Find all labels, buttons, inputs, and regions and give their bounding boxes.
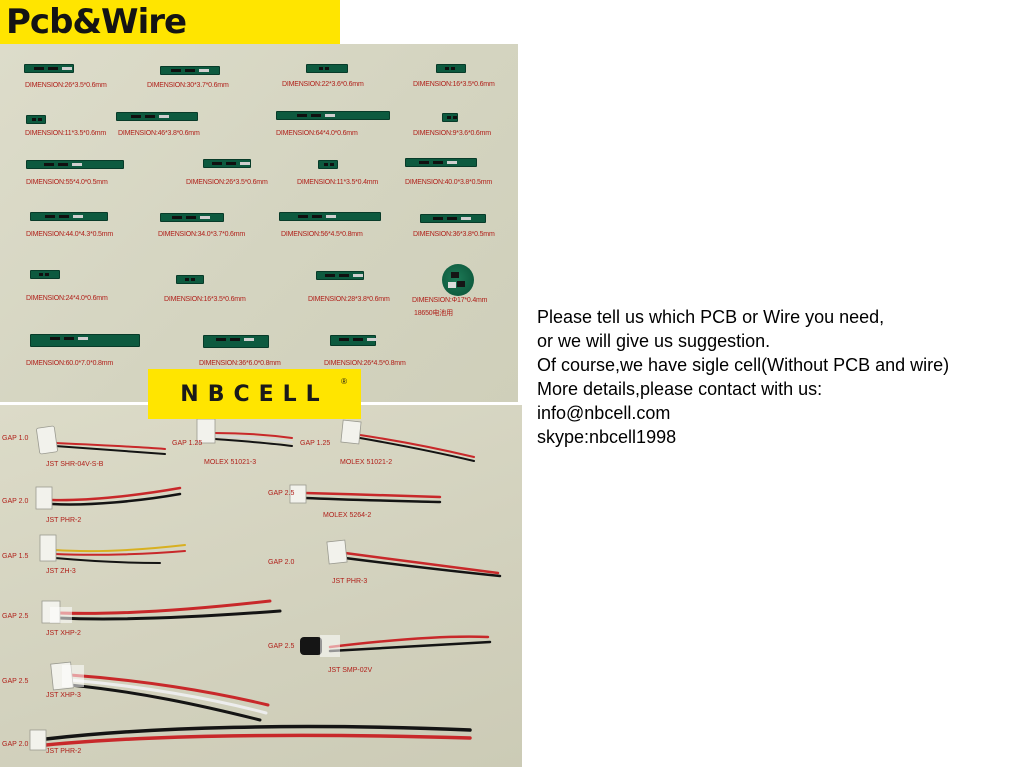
wire-gap-label: GAP 2.0 bbox=[2, 741, 29, 748]
pcb-board bbox=[276, 111, 390, 120]
pcb-board bbox=[318, 160, 338, 169]
pcb-dimension: DIMENSION:46*3.8*0.6mm bbox=[118, 130, 200, 137]
title-banner: Pcb&Wire bbox=[0, 0, 340, 44]
pcb-dimension: DIMENSION:11*3.5*0.6mm bbox=[25, 130, 107, 137]
pcb-dimension: DIMENSION:24*4.0*0.6mm bbox=[26, 295, 108, 302]
pcb-board bbox=[176, 275, 204, 284]
pcb-board bbox=[160, 66, 220, 75]
logo-text: NBCELL bbox=[180, 382, 329, 407]
pcb-board bbox=[316, 271, 364, 280]
pcb-board bbox=[160, 213, 224, 222]
info-text-block: Please tell us which PCB or Wire you nee… bbox=[537, 305, 1017, 449]
wire-model-label: JST PHR-2 bbox=[46, 517, 82, 524]
pcb-board bbox=[279, 212, 381, 221]
pcb-board bbox=[203, 159, 251, 168]
smp-connector bbox=[300, 637, 322, 655]
pcb-dimension: DIMENSION:60.0*7.0*0.8mm bbox=[26, 360, 114, 367]
wire-model-label: JST PHR-2 bbox=[46, 748, 82, 755]
pcb-dimension: DIMENSION:34.0*3.7*0.6mm bbox=[158, 231, 246, 238]
pcb-board bbox=[30, 334, 140, 347]
wire-gap-label: GAP 1.25 bbox=[172, 440, 203, 447]
wire-gap-label: GAP 2.5 bbox=[268, 643, 295, 650]
wire-gap-label: GAP 2.5 bbox=[2, 678, 29, 685]
wire-model-label: JST ZH-3 bbox=[46, 568, 76, 575]
pcb-board bbox=[306, 64, 348, 73]
pcb-dimension: DIMENSION:56*4.5*0.8mm bbox=[281, 231, 363, 238]
wire-model-label: JST PHR-3 bbox=[332, 578, 368, 585]
pcb-dimension: DIMENSION:16*3.5*0.6mm bbox=[164, 296, 246, 303]
wire-gap-label: GAP 1.0 bbox=[2, 435, 29, 442]
pcb-dimension: DIMENSION:16*3.5*0.6mm bbox=[413, 81, 495, 88]
pcb-board bbox=[30, 212, 108, 221]
wire-model-label: JST XHP-3 bbox=[46, 692, 81, 699]
contact-skype: skype:nbcell1998 bbox=[537, 427, 677, 447]
pcb-dimension: DIMENSION:26*3.5*0.6mm bbox=[25, 82, 107, 89]
wire-model-label: MOLEX 5264-2 bbox=[323, 512, 372, 519]
pcb-dimension: DIMENSION:44.0*4.3*0.5mm bbox=[26, 231, 114, 238]
pcb-dimension: DIMENSION:11*3.5*0.4mm bbox=[297, 179, 379, 186]
pcb-board bbox=[116, 112, 198, 121]
pcb-dimension: DIMENSION:Φ17*0.4mm bbox=[412, 297, 488, 304]
pcb-dimension: DIMENSION:22*3.6*0.6mm bbox=[282, 81, 364, 88]
wire-gap-label: GAP 2.0 bbox=[2, 498, 29, 505]
pcb-dimension: DIMENSION:30*3.7*0.6mm bbox=[147, 82, 229, 89]
pcb-dimension: DIMENSION:55*4.0*0.5mm bbox=[26, 179, 108, 186]
pcb-board bbox=[26, 115, 46, 124]
pcb-dimension: DIMENSION:64*4.0*0.6mm bbox=[276, 130, 358, 137]
pcb-dimension: DIMENSION:26*4.5*0.8mm bbox=[324, 360, 406, 367]
pcb-dimension: DIMENSION:40.0*3.8*0.5mm bbox=[405, 179, 493, 186]
pcb-board bbox=[203, 335, 269, 348]
nbcell-logo: NBCELL ® bbox=[148, 369, 361, 419]
pcb-dimension: DIMENSION:9*3.6*0.6mm bbox=[413, 130, 491, 137]
pcb-board bbox=[420, 214, 486, 223]
pcb-board bbox=[436, 64, 466, 73]
pcb-dimension: DIMENSION:36*6.0*0.8mm bbox=[199, 360, 281, 367]
wire-model-label: JST SMP-02V bbox=[328, 667, 373, 674]
pcb-board bbox=[30, 270, 60, 279]
pcb-note: 18650电池用 bbox=[414, 310, 453, 317]
wire-model-label: MOLEX 51021-2 bbox=[340, 459, 393, 466]
wire-gap-label: GAP 1.5 bbox=[2, 553, 29, 560]
pcb-board bbox=[405, 158, 477, 167]
wire-gap-label: GAP 2.0 bbox=[268, 559, 295, 566]
info-line: More details,please contact with us: bbox=[537, 379, 823, 399]
pcb-board bbox=[442, 113, 458, 122]
info-line: Of course,we have sigle cell(Without PCB… bbox=[537, 355, 950, 375]
info-line: or we will give us suggestion. bbox=[537, 331, 771, 351]
info-line: Please tell us which PCB or Wire you nee… bbox=[537, 307, 885, 327]
pcb-board bbox=[330, 335, 376, 346]
wire-model-label: MOLEX 51021-3 bbox=[204, 459, 257, 466]
pcb-dimension: DIMENSION:28*3.8*0.6mm bbox=[308, 296, 390, 303]
page-title: Pcb&Wire bbox=[6, 2, 187, 42]
wire-model-label: JST SHR-04V-S-B bbox=[46, 461, 104, 468]
wire-harness-drawing bbox=[29, 418, 502, 751]
wire-gap-label: GAP 2.5 bbox=[268, 490, 295, 497]
registered-mark: ® bbox=[341, 377, 347, 386]
round-pcb-board bbox=[442, 264, 474, 296]
pcb-dimension: DIMENSION:26*3.5*0.6mm bbox=[186, 179, 268, 186]
wire-model-label: JST XHP-2 bbox=[46, 630, 81, 637]
wire-gap-label: GAP 1.25 bbox=[300, 440, 331, 447]
wire-gap-label: GAP 2.5 bbox=[2, 613, 29, 620]
wire-photo: GAP 1.0 JST SHR-04V-S-B GAP 1.25 MOLEX 5… bbox=[0, 405, 522, 767]
contact-email: info@nbcell.com bbox=[537, 403, 671, 423]
pcb-dimension: DIMENSION:36*3.8*0.5mm bbox=[413, 231, 495, 238]
pcb-photo: DIMENSION:26*3.5*0.6mm DIMENSION:30*3.7*… bbox=[0, 44, 518, 402]
pcb-board bbox=[26, 160, 124, 169]
pcb-board bbox=[24, 64, 74, 73]
